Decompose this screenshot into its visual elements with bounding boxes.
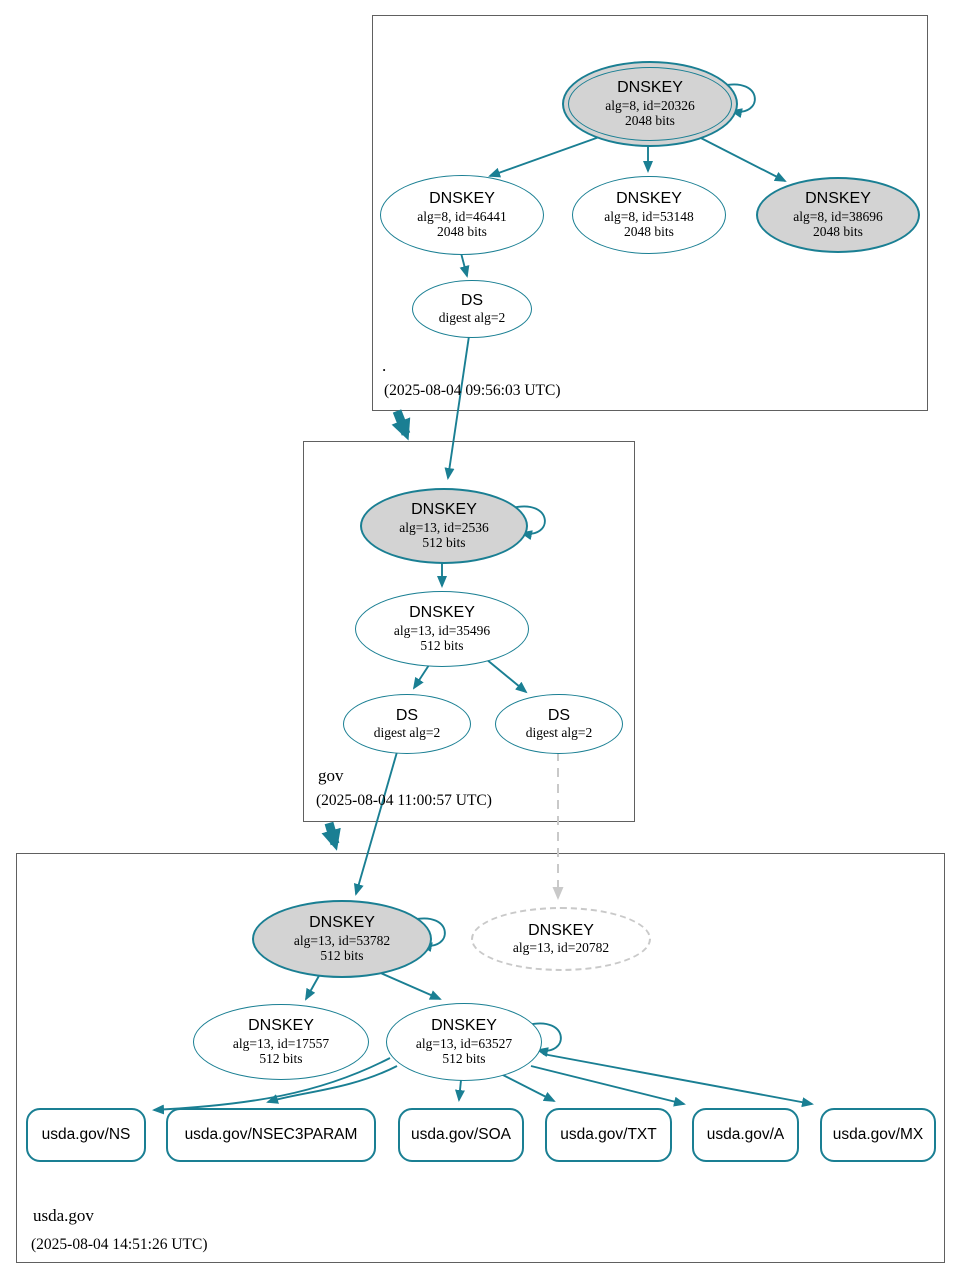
node-detail: alg=13, id=35496	[393, 622, 491, 638]
node-bits: 2048 bits	[813, 224, 863, 240]
node-detail: alg=8, id=53148	[604, 208, 694, 224]
usda-zone-box	[16, 853, 945, 1263]
node-bits: 2048 bits	[625, 113, 675, 129]
usda-zsk-right-dnskey-node: DNSKEY alg=13, id=63527 512 bits	[386, 1003, 542, 1081]
node-bits: 512 bits	[420, 638, 464, 654]
node-bits: 2048 bits	[437, 224, 487, 240]
root-zone-timestamp: (2025-08-04 09:56:03 UTC)	[384, 382, 561, 399]
root-ksk-dnskey-node: DNSKEY alg=8, id=20326 2048 bits	[562, 61, 738, 147]
root-ksk-right-dnskey-node: DNSKEY alg=8, id=38696 2048 bits	[756, 177, 920, 253]
node-detail: alg=13, id=63527	[415, 1035, 513, 1051]
node-bits: 512 bits	[422, 535, 466, 551]
root-zsk-mid-dnskey-node: DNSKEY alg=8, id=53148 2048 bits	[572, 176, 726, 254]
node-title: DNSKEY	[617, 78, 683, 96]
node-title: DNSKEY	[248, 1016, 314, 1034]
usda-zone-timestamp: (2025-08-04 14:51:26 UTC)	[31, 1236, 208, 1253]
node-title: DNSKEY	[528, 921, 594, 939]
node-title: DNSKEY	[805, 189, 871, 207]
node-detail: alg=13, id=53782	[293, 932, 391, 948]
rrset-label: usda.gov/NSEC3PARAM	[184, 1126, 358, 1143]
rrset-label: usda.gov/SOA	[411, 1126, 511, 1143]
rrset-node-a: usda.gov/A	[692, 1108, 799, 1162]
node-detail: alg=8, id=38696	[793, 208, 883, 224]
gov-zsk-dnskey-node: DNSKEY alg=13, id=35496 512 bits	[355, 591, 529, 667]
node-title: DS	[547, 706, 571, 724]
node-title: DNSKEY	[616, 189, 682, 207]
delegation-arrow-root-to-gov	[391, 409, 411, 441]
node-detail: digest alg=2	[438, 310, 506, 326]
rrset-label: usda.gov/NS	[41, 1126, 131, 1143]
gov-ds-right-node: DS digest alg=2	[495, 694, 623, 754]
rrset-label: usda.gov/TXT	[560, 1126, 657, 1143]
root-zone-label: .	[382, 356, 387, 375]
node-bits: 512 bits	[320, 948, 364, 964]
rrset-node-mx: usda.gov/MX	[820, 1108, 936, 1162]
rrset-label: usda.gov/A	[706, 1126, 785, 1143]
node-detail: alg=13, id=2536	[399, 519, 489, 535]
node-title: DNSKEY	[409, 603, 475, 621]
node-detail: alg=8, id=20326	[605, 97, 695, 113]
rrset-label: usda.gov/MX	[832, 1126, 924, 1143]
node-title: DS	[395, 706, 419, 724]
gov-zone-timestamp: (2025-08-04 11:00:57 UTC)	[316, 792, 492, 809]
gov-ksk-dnskey-node: DNSKEY alg=13, id=2536 512 bits	[360, 488, 528, 564]
gov-zone-label: gov	[318, 766, 344, 785]
root-zsk-left-dnskey-node: DNSKEY alg=8, id=46441 2048 bits	[380, 175, 544, 255]
rrset-node-nsec3param: usda.gov/NSEC3PARAM	[166, 1108, 376, 1162]
delegation-arrow-gov-to-usda	[321, 821, 341, 851]
rrset-node-ns: usda.gov/NS	[26, 1108, 146, 1162]
rrset-node-soa: usda.gov/SOA	[398, 1108, 524, 1162]
root-zone-box	[372, 15, 928, 411]
usda-missing-dnskey-node: DNSKEY alg=13, id=20782	[471, 907, 651, 971]
node-bits: 512 bits	[442, 1051, 486, 1067]
rrset-node-txt: usda.gov/TXT	[545, 1108, 672, 1162]
node-title: DNSKEY	[429, 189, 495, 207]
node-title: DS	[460, 291, 484, 309]
usda-zone-label: usda.gov	[33, 1206, 94, 1225]
node-title: DNSKEY	[309, 913, 375, 931]
usda-ksk-dnskey-node: DNSKEY alg=13, id=53782 512 bits	[252, 900, 432, 978]
node-title: DNSKEY	[431, 1016, 497, 1034]
node-detail: alg=13, id=17557	[232, 1035, 330, 1051]
node-detail: digest alg=2	[525, 725, 593, 741]
usda-zsk-left-dnskey-node: DNSKEY alg=13, id=17557 512 bits	[193, 1004, 369, 1080]
node-detail: alg=8, id=46441	[417, 208, 507, 224]
node-title: DNSKEY	[411, 500, 477, 518]
node-detail: alg=13, id=20782	[512, 940, 610, 956]
node-bits: 2048 bits	[624, 224, 674, 240]
node-detail: digest alg=2	[373, 725, 441, 741]
node-bits: 512 bits	[259, 1051, 303, 1067]
gov-ds-left-node: DS digest alg=2	[343, 694, 471, 754]
root-ds-node: DS digest alg=2	[412, 280, 532, 338]
